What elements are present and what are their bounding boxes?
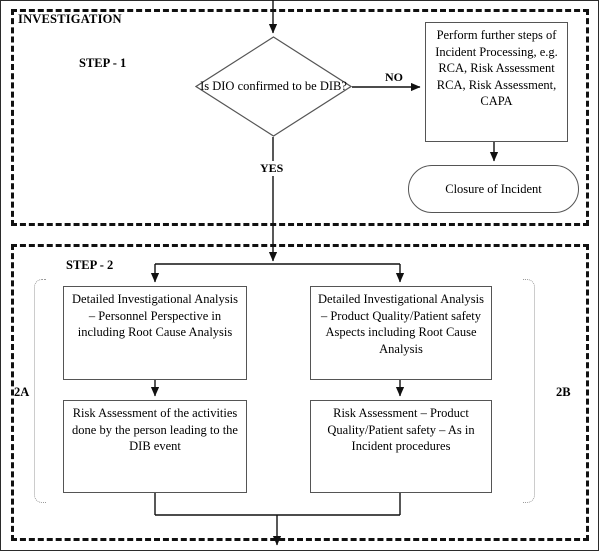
- edge-label-yes: YES: [258, 161, 286, 176]
- panel-step-1: [11, 9, 589, 226]
- panel-step-2: [11, 244, 589, 541]
- group-bracket-2b: [523, 279, 535, 503]
- process-box-2a-risk-assessment-label: Risk Assessment of the activities done b…: [72, 406, 238, 453]
- process-box-2a-detailed-analysis[interactable]: Detailed Investigational Analysis – Pers…: [63, 286, 247, 380]
- process-box-2b-risk-assessment-label: Risk Assessment – Product Quality/Patien…: [327, 406, 475, 453]
- group-label-2b: 2B: [556, 385, 571, 399]
- process-box-2b-detailed-analysis[interactable]: Detailed Investigational Analysis – Prod…: [310, 286, 492, 380]
- terminator-closure-of-incident[interactable]: Closure of Incident: [408, 165, 579, 213]
- step-2-label: STEP - 2: [66, 258, 114, 272]
- process-box-2b-risk-assessment[interactable]: Risk Assessment – Product Quality/Patien…: [310, 400, 492, 493]
- panel-caption-investigation: INVESTIGATION: [18, 12, 122, 26]
- edge-label-no: NO: [383, 70, 405, 85]
- process-box-2a-detailed-analysis-label: Detailed Investigational Analysis – Pers…: [72, 292, 238, 339]
- group-label-2a: 2A: [14, 385, 30, 399]
- process-box-2b-detailed-analysis-label: Detailed Investigational Analysis – Prod…: [318, 292, 484, 356]
- process-box-further-steps[interactable]: Perform further steps of Incident Proces…: [425, 22, 568, 142]
- process-box-further-steps-label: Perform further steps of Incident Proces…: [435, 28, 558, 108]
- decision-node-dio-confirmed[interactable]: Is DIO confirmed to be DIB?: [195, 36, 352, 137]
- group-bracket-2a: [34, 279, 46, 503]
- diamond-shape: [195, 36, 352, 137]
- step-1-label: STEP - 1: [79, 56, 127, 70]
- process-box-2a-risk-assessment[interactable]: Risk Assessment of the activities done b…: [63, 400, 247, 493]
- terminator-closure-label: Closure of Incident: [445, 181, 542, 196]
